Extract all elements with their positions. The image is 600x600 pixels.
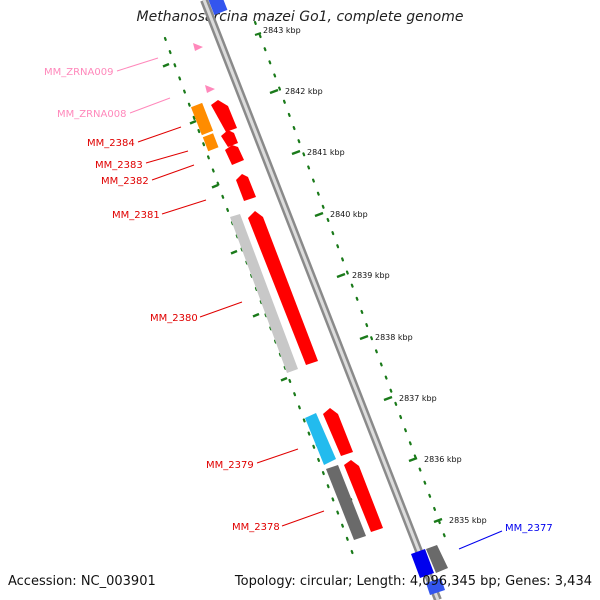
tick-mark-outer — [359, 334, 369, 341]
tick-mark-inner — [280, 376, 288, 382]
blue-gene-top-fragment — [208, 0, 228, 15]
gene-MM_2384-forward — [211, 100, 237, 132]
scale-lines — [163, 20, 448, 562]
tick-mark-outer — [336, 272, 346, 279]
tick-label: 2842 kbp — [285, 87, 323, 96]
feature-label-MM_2384: MM_2384 — [87, 138, 135, 149]
accession-text: Accession: NC_003901 — [8, 574, 156, 589]
gene-MM_2380-reverse — [230, 214, 298, 373]
leader-MM_2380 — [199, 301, 243, 318]
gene-MM_2383-inner — [202, 133, 219, 152]
gene-MM_2379-reverse — [305, 413, 336, 465]
leader-MM_ZRNA008 — [129, 97, 171, 114]
tick-labels: 2842 kbp 2841 kbp 2840 kbp 2839 kbp 2838 kbp… — [285, 87, 487, 525]
leader-MM_2381 — [161, 199, 207, 215]
gene-MM_2382-forward — [225, 145, 244, 165]
leader-MM_2377 — [458, 530, 503, 550]
gene-MM_2377-reverse — [411, 549, 434, 578]
feature-labels: MM_ZRNA009MM_ZRNA008MM_2384MM_2383MM_238… — [44, 67, 553, 534]
feature-label-MM_2382: MM_2382 — [101, 176, 149, 187]
leader-MM_2378 — [281, 510, 325, 527]
gene-MM_2379-forward — [323, 408, 353, 456]
gene-MM_2378-reverse — [326, 465, 366, 540]
tick-mark-outer-top — [254, 32, 262, 36]
outer-ticks — [254, 32, 443, 524]
feature-label-MM_2380: MM_2380 — [150, 313, 198, 324]
rna-marker-zrna008 — [205, 85, 215, 93]
blue-gene-bottom-fragment — [426, 578, 445, 595]
rna-marker-zrna009 — [193, 43, 203, 51]
leader-MM_2383 — [145, 150, 189, 164]
tick-label: 2838 kbp — [375, 333, 413, 342]
tick-mark-outer — [291, 149, 301, 156]
leader-MM_ZRNA009 — [116, 57, 159, 72]
gene-MM_2377-forward — [426, 545, 448, 573]
tick-mark-inner — [252, 312, 260, 318]
tick-label: 2835 kbp — [449, 516, 487, 525]
tick-mark-inner — [230, 249, 238, 255]
feature-label-MM_2378: MM_2378 — [232, 522, 280, 533]
feature-label-MM_2379: MM_2379 — [206, 460, 254, 471]
tick-mark-outer — [408, 456, 418, 463]
tick-label: 2837 kbp — [399, 394, 437, 403]
feature-label-MM_ZRNA008: MM_ZRNA008 — [57, 109, 126, 120]
tick-mark-outer — [314, 211, 324, 218]
backbone-inner — [202, 0, 440, 600]
tick-mark-inner — [189, 119, 197, 125]
tick-mark-inner — [162, 62, 170, 68]
tick-label: 2840 kbp — [330, 210, 368, 219]
leader-MM_2382 — [151, 164, 195, 181]
gene-MM_2378-forward — [344, 460, 383, 532]
tick-mark-outer — [433, 517, 443, 524]
feature-label-MM_2381: MM_2381 — [112, 210, 160, 221]
tick-label: 2841 kbp — [307, 148, 345, 157]
tick-mark-outer — [269, 88, 279, 95]
backbone — [200, 0, 442, 600]
tick-mark-inner — [211, 183, 219, 189]
tick-label: 2839 kbp — [352, 271, 390, 280]
leader-MM_2384 — [137, 126, 182, 143]
gene-MM_2384-inner — [190, 102, 214, 136]
gene-MM_2381-forward — [236, 174, 256, 201]
leader-MM_2379 — [256, 448, 299, 464]
feature-label-MM_2383: MM_2383 — [95, 160, 143, 171]
inner-dotted-line — [163, 36, 357, 562]
summary-text: Topology: circular; Length: 4,096,345 bp… — [234, 574, 592, 589]
gene-MM_2383-forward — [221, 130, 238, 147]
tick-label: 2836 kbp — [424, 455, 462, 464]
tick-mark-outer — [383, 395, 393, 402]
feature-label-MM_ZRNA009: MM_ZRNA009 — [44, 67, 113, 78]
tick-label-partial: 2843 kbp — [263, 26, 301, 35]
feature-label-MM_2377: MM_2377 — [505, 523, 553, 534]
gene-MM_2380-forward — [248, 211, 318, 365]
